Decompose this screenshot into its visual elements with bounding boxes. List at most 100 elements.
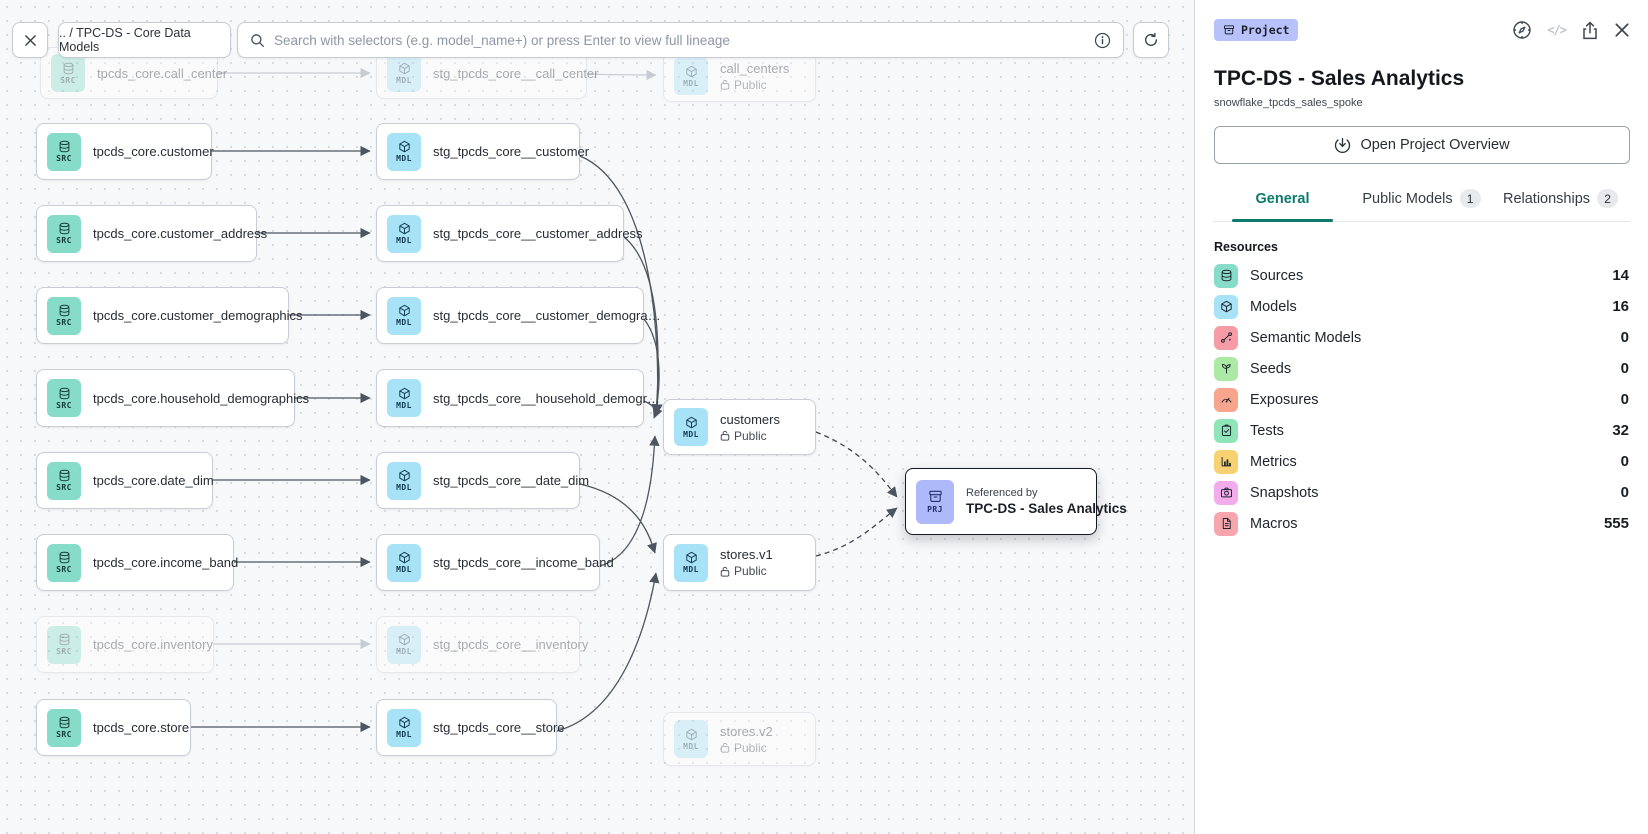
project-archive-icon bbox=[928, 490, 942, 502]
code-icon[interactable]: </> bbox=[1547, 23, 1567, 37]
resource-row-macros[interactable]: Macros 555 bbox=[1214, 508, 1629, 539]
cube-icon bbox=[1214, 294, 1238, 319]
explore-lineage-icon[interactable] bbox=[1512, 20, 1532, 40]
tab-count-badge: 1 bbox=[1459, 189, 1481, 208]
bar-chart-icon bbox=[1214, 449, 1238, 474]
cube-icon bbox=[398, 633, 410, 646]
lineage-node-stg-date-dim[interactable]: MDL stg_tpcds_core__date_dim bbox=[376, 452, 589, 509]
close-lineage-button[interactable] bbox=[12, 22, 48, 58]
lineage-node-stg-customer[interactable]: MDL stg_tpcds_core__customer bbox=[376, 123, 589, 180]
lineage-node-stg-household-demographics[interactable]: MDL stg_tpcds_core__household_demogr… bbox=[376, 369, 660, 427]
database-icon bbox=[63, 62, 73, 74]
model-badge: MDL bbox=[387, 543, 421, 582]
lineage-node-src-household-demographics[interactable]: SRC tpcds_core.household_demographics bbox=[36, 369, 309, 427]
database-icon bbox=[59, 469, 69, 482]
search-icon bbox=[251, 33, 265, 47]
model-badge: MDL bbox=[387, 214, 421, 253]
tab-count-badge: 2 bbox=[1597, 189, 1619, 208]
source-badge: SRC bbox=[47, 708, 81, 747]
resource-count: 555 bbox=[1603, 515, 1629, 532]
lineage-node-stores-v2[interactable]: MDL stores.v2 Public bbox=[663, 712, 816, 766]
lineage-node-src-customer[interactable]: SRC tpcds_core.customer bbox=[36, 123, 214, 180]
resource-count: 0 bbox=[1620, 329, 1629, 346]
cube-icon bbox=[398, 304, 410, 317]
search-bar bbox=[237, 22, 1124, 58]
lineage-node-stg-customer-demographics[interactable]: MDL stg_tpcds_core__customer_demogra… bbox=[376, 287, 661, 344]
tab-relationships[interactable]: Relationships 2 bbox=[1491, 178, 1630, 221]
close-icon bbox=[24, 34, 36, 46]
tab-public-models[interactable]: Public Models 1 bbox=[1352, 178, 1491, 221]
model-badge: MDL bbox=[387, 625, 421, 664]
lineage-node-src-date-dim[interactable]: SRC tpcds_core.date_dim bbox=[36, 452, 214, 509]
source-badge: SRC bbox=[51, 54, 85, 92]
resource-row-tests[interactable]: Tests 32 bbox=[1214, 415, 1629, 446]
database-icon bbox=[59, 387, 69, 399]
project-overview-icon bbox=[1335, 137, 1351, 153]
tab-general[interactable]: General bbox=[1213, 178, 1352, 222]
open-project-overview-button[interactable]: Open Project Overview bbox=[1214, 126, 1630, 164]
lineage-node-stg-income-band[interactable]: MDL stg_tpcds_core__income_band bbox=[376, 534, 614, 591]
breadcrumb[interactable]: .. / TPC-DS - Core Data Models bbox=[58, 22, 231, 58]
search-input[interactable] bbox=[274, 32, 1085, 48]
resource-row-sources[interactable]: Sources 14 bbox=[1214, 260, 1629, 291]
cube-icon bbox=[398, 62, 410, 74]
resource-row-models[interactable]: Models 16 bbox=[1214, 291, 1629, 322]
lineage-node-src-inventory[interactable]: SRC tpcds_core.inventory bbox=[36, 616, 214, 673]
resource-row-snapshots[interactable]: Snapshots 0 bbox=[1214, 477, 1629, 508]
lineage-node-src-income-band[interactable]: SRC tpcds_core.income_band bbox=[36, 534, 238, 591]
resource-row-exposures[interactable]: Exposures 0 bbox=[1214, 384, 1629, 415]
refresh-button[interactable] bbox=[1133, 22, 1169, 58]
model-badge: MDL bbox=[674, 720, 708, 758]
lineage-node-src-customer-address[interactable]: SRC tpcds_core.customer_address bbox=[36, 205, 267, 262]
cube-icon bbox=[685, 416, 697, 428]
source-badge: SRC bbox=[47, 461, 81, 500]
cube-icon bbox=[685, 728, 697, 740]
project-schema-subtitle: snowflake_tpcds_sales_spoke bbox=[1214, 97, 1363, 109]
project-archive-icon bbox=[1224, 25, 1234, 35]
database-icon bbox=[59, 222, 69, 235]
gauge-icon bbox=[1214, 387, 1238, 412]
lineage-node-stg-inventory[interactable]: MDL stg_tpcds_core__inventory bbox=[376, 616, 588, 673]
resource-type-chip: Project bbox=[1214, 19, 1299, 41]
resource-row-semantic-models[interactable]: Semantic Models 0 bbox=[1214, 322, 1629, 353]
resource-row-metrics[interactable]: Metrics 0 bbox=[1214, 446, 1629, 477]
model-badge: MDL bbox=[674, 543, 708, 582]
cube-icon bbox=[685, 551, 697, 564]
model-badge: MDL bbox=[387, 132, 421, 171]
resource-row-seeds[interactable]: Seeds 0 bbox=[1214, 353, 1629, 384]
document-icon bbox=[1214, 511, 1238, 536]
lineage-node-src-customer-demographics[interactable]: SRC tpcds_core.customer_demographics bbox=[36, 287, 303, 344]
cube-icon bbox=[398, 716, 410, 729]
lineage-node-src-store[interactable]: SRC tpcds_core.store bbox=[36, 699, 191, 756]
resources-heading: Resources bbox=[1214, 240, 1278, 254]
resource-count: 0 bbox=[1620, 360, 1629, 377]
source-badge: SRC bbox=[47, 543, 81, 582]
resource-count: 0 bbox=[1620, 391, 1629, 408]
panel-tabs: General Public Models 1 Relationships 2 bbox=[1213, 178, 1630, 222]
close-panel-icon[interactable] bbox=[1614, 22, 1630, 38]
source-badge: SRC bbox=[47, 625, 81, 664]
source-badge: SRC bbox=[47, 132, 81, 171]
model-badge: MDL bbox=[674, 57, 708, 95]
resource-count: 0 bbox=[1620, 484, 1629, 501]
database-icon bbox=[59, 551, 69, 564]
cube-icon bbox=[398, 387, 410, 399]
lineage-node-referenced-project[interactable]: PRJ Referenced by TPC-DS - Sales Analyti… bbox=[905, 468, 1127, 535]
share-icon[interactable] bbox=[1581, 21, 1599, 40]
lineage-node-call-centers[interactable]: MDL call_centers Public bbox=[663, 50, 816, 102]
model-badge: MDL bbox=[387, 54, 421, 92]
cube-icon bbox=[685, 65, 697, 77]
project-badge: PRJ bbox=[916, 479, 954, 524]
cube-icon bbox=[398, 222, 410, 235]
lineage-edges bbox=[191, 67, 898, 733]
resource-count: 14 bbox=[1612, 267, 1629, 284]
database-icon bbox=[59, 633, 69, 646]
info-icon[interactable] bbox=[1094, 32, 1111, 49]
lineage-node-stg-customer-address[interactable]: MDL stg_tpcds_core__customer_address bbox=[376, 205, 643, 262]
lineage-node-stores-v1[interactable]: MDL stores.v1 Public bbox=[663, 534, 816, 591]
lineage-node-customers[interactable]: MDL customers Public bbox=[663, 399, 816, 455]
lineage-canvas[interactable]: SRC tpcds_core.call_center MDL stg_tpcds… bbox=[0, 0, 1194, 834]
clipboard-check-icon bbox=[1214, 418, 1238, 443]
lineage-node-stg-store[interactable]: MDL stg_tpcds_core__store bbox=[376, 699, 565, 756]
source-badge: SRC bbox=[47, 296, 81, 335]
